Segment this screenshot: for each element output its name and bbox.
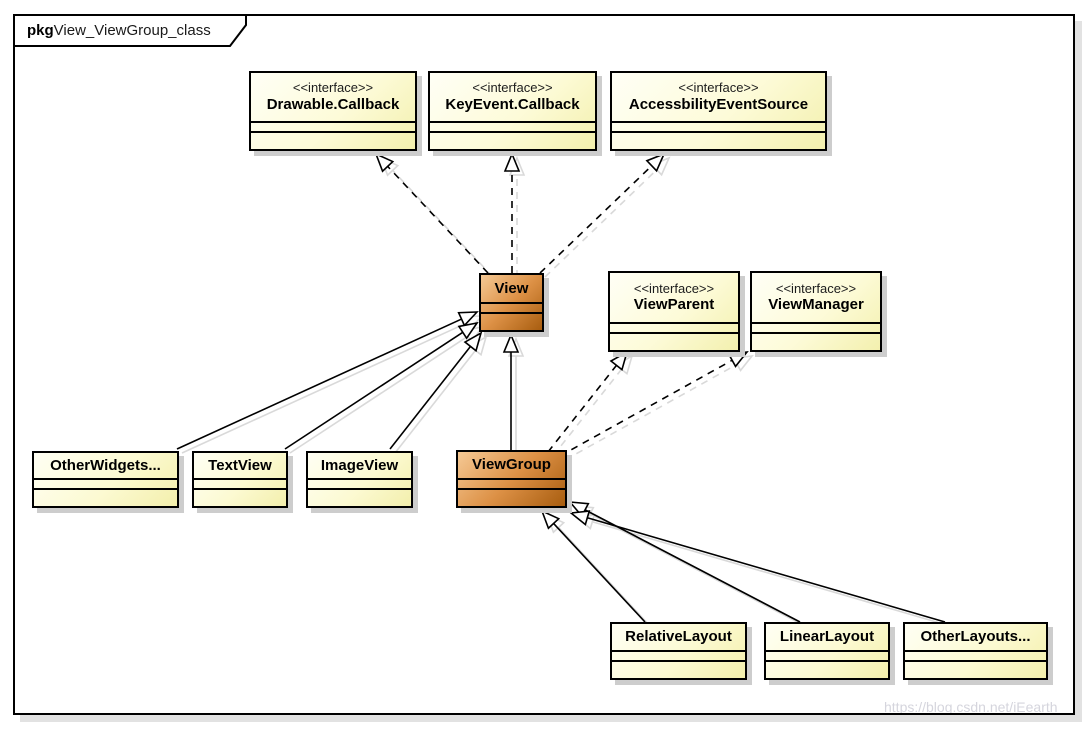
interface-view-manager: <<interface>> ViewManager — [750, 271, 882, 352]
attributes-compartment — [308, 478, 411, 488]
class-name: ViewParent — [633, 296, 715, 314]
class-view-group: ViewGroup — [456, 450, 567, 508]
operations-compartment — [766, 660, 888, 678]
attributes-compartment — [766, 650, 888, 660]
class-other-widgets: OtherWidgets... — [32, 451, 179, 508]
attributes-compartment — [34, 478, 177, 488]
operations-compartment — [610, 332, 738, 350]
class-name: RelativeLayout — [625, 628, 732, 645]
edge-generalization-imageview-view — [389, 331, 483, 450]
edge-generalization-relativelayout-viewgroup — [540, 509, 646, 623]
class-name: LinearLayout — [779, 628, 875, 645]
edge-realization-view-keyeventcallback — [503, 151, 521, 273]
edge-generalization-textview-view — [284, 321, 479, 450]
edge-generalization-viewgroup-view — [502, 332, 520, 450]
operations-compartment — [481, 312, 542, 330]
interface-view-parent: <<interface>> ViewParent — [608, 271, 740, 352]
class-view: View — [479, 273, 544, 332]
attributes-compartment — [752, 322, 880, 332]
attributes-compartment — [905, 650, 1046, 660]
attributes-compartment — [430, 121, 595, 131]
class-linear-layout: LinearLayout — [764, 622, 890, 680]
operations-compartment — [612, 660, 745, 678]
operations-compartment — [458, 488, 565, 506]
class-name: AccessbilityEventSource — [628, 95, 809, 113]
edge-realization-view-accessbilityeventsource — [539, 152, 666, 274]
class-name: ImageView — [320, 456, 399, 474]
attributes-compartment — [458, 478, 565, 488]
class-name: View — [494, 279, 529, 297]
interface-accessbility-event-source: <<interface>> AccessbilityEventSource — [610, 71, 827, 151]
class-name: KeyEvent.Callback — [445, 95, 580, 113]
class-name: OtherWidgets... — [50, 456, 161, 474]
attributes-compartment — [612, 650, 745, 660]
class-image-view: ImageView — [306, 451, 413, 508]
operations-compartment — [752, 332, 880, 350]
stereotype-label: <<interface>> — [292, 80, 374, 96]
stereotype-label: <<interface>> — [678, 80, 759, 96]
attributes-compartment — [481, 302, 542, 312]
interface-drawable-callback: <<interface>> Drawable.Callback — [249, 71, 417, 151]
edge-shadows — [181, 155, 951, 627]
operations-compartment — [308, 488, 411, 506]
frame-keyword: pkg — [27, 22, 54, 39]
edges — [176, 151, 946, 623]
class-name: OtherLayouts... — [920, 628, 1031, 645]
edge-realization-viewgroup-viewmanager — [559, 350, 749, 457]
edge-generalization-otherlayouts-viewgroup — [568, 510, 946, 623]
class-relative-layout: RelativeLayout — [610, 622, 747, 680]
stereotype-label: <<interface>> — [472, 80, 553, 96]
attributes-compartment — [612, 121, 825, 131]
operations-compartment — [194, 488, 286, 506]
class-name: Drawable.Callback — [266, 95, 400, 113]
stereotype-label: <<interface>> — [775, 280, 857, 296]
edge-generalization-otherwidgets-view — [176, 311, 479, 450]
class-name: ViewGroup — [472, 456, 551, 473]
interface-keyevent-callback: <<interface>> KeyEvent.Callback — [428, 71, 597, 151]
operations-compartment — [34, 488, 177, 506]
class-name: ViewManager — [768, 296, 864, 314]
attributes-compartment — [194, 478, 286, 488]
edge-realization-view-drawablecallback — [374, 152, 489, 274]
operations-compartment — [251, 131, 415, 149]
operations-compartment — [430, 131, 595, 149]
class-text-view: TextView — [192, 451, 288, 508]
operations-compartment — [905, 660, 1046, 678]
frame-tab-label: pkgView_ViewGroup_class — [27, 22, 211, 39]
stereotype-label: <<interface>> — [633, 280, 715, 296]
edge-generalization-linearlayout-viewgroup — [568, 501, 801, 623]
operations-compartment — [612, 131, 825, 149]
attributes-compartment — [251, 121, 415, 131]
watermark-text: https://blog.csdn.net/iEearth — [884, 699, 1058, 715]
edge-realization-viewgroup-viewparent — [547, 350, 629, 453]
frame-title: View_ViewGroup_class — [53, 22, 211, 39]
class-name: TextView — [208, 456, 272, 474]
attributes-compartment — [610, 322, 738, 332]
class-other-layouts: OtherLayouts... — [903, 622, 1048, 680]
